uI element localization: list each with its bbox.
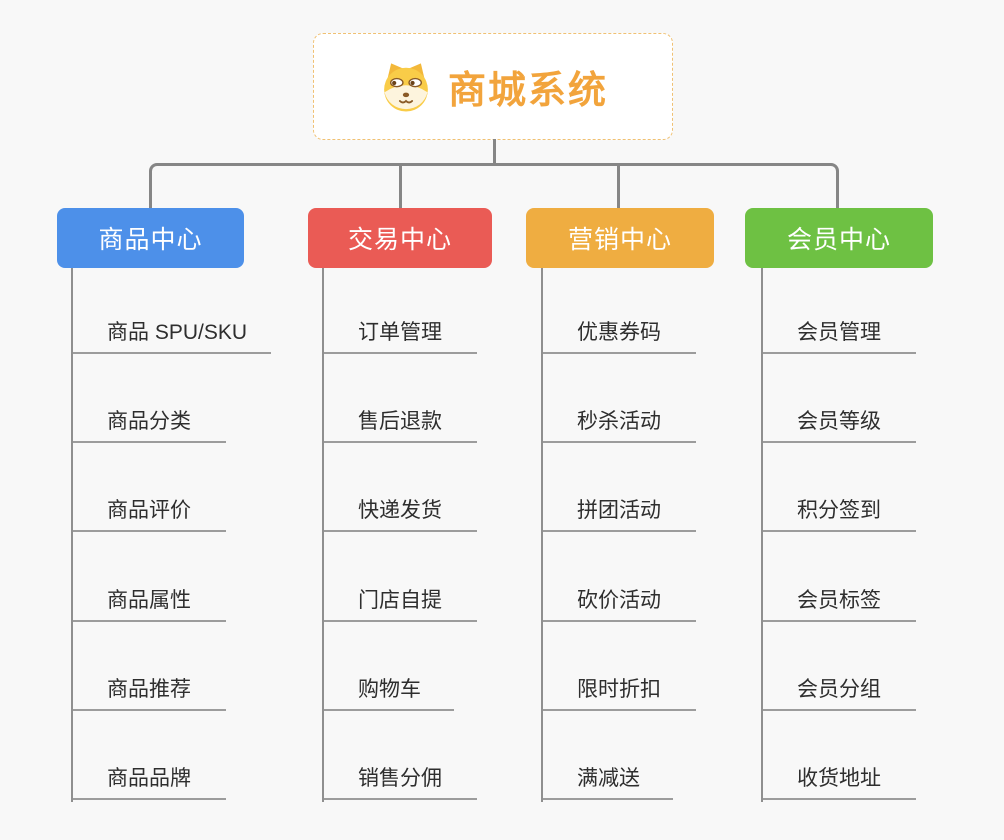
leaf-node[interactable]: 积分签到: [763, 490, 916, 532]
connector-drop-trade: [399, 165, 402, 209]
branch-children-trade-center: 订单管理 售后退款 快递发货 门店自提 购物车 销售分佣: [322, 268, 477, 802]
leaf-node[interactable]: 优惠券码: [543, 312, 696, 354]
leaf-node[interactable]: 会员等级: [763, 401, 916, 443]
branch-label: 会员中心: [786, 226, 891, 254]
leaf-node[interactable]: 商品品牌: [73, 758, 226, 800]
branch-label: 营销中心: [567, 226, 672, 254]
connector-root-stub: [493, 139, 496, 165]
leaf-node[interactable]: 商品属性: [73, 580, 226, 622]
connector-bus: [149, 163, 839, 209]
branch-children-member-center: 会员管理 会员等级 积分签到 会员标签 会员分组 收货地址: [761, 268, 916, 802]
leaf-node[interactable]: 收货地址: [763, 758, 916, 800]
leaf-node[interactable]: 售后退款: [324, 401, 477, 443]
root-node-mall-system[interactable]: 商城系统: [313, 33, 673, 140]
leaf-node[interactable]: 商品评价: [73, 490, 226, 532]
root-node-title: 商城系统: [447, 70, 608, 112]
shiba-dog-icon: [384, 62, 428, 111]
branch-node-product-center[interactable]: 商品中心: [57, 208, 244, 268]
branch-label: 商品中心: [98, 226, 203, 254]
leaf-node[interactable]: 快递发货: [324, 490, 477, 532]
leaf-node[interactable]: 商品 SPU/SKU: [73, 312, 271, 354]
leaf-node[interactable]: 购物车: [324, 669, 454, 711]
connector-drop-marketing: [617, 165, 620, 209]
leaf-node[interactable]: 订单管理: [324, 312, 477, 354]
branch-node-marketing-center[interactable]: 营销中心: [526, 208, 714, 268]
branch-children-product-center: 商品 SPU/SKU 商品分类 商品评价 商品属性 商品推荐 商品品牌: [71, 268, 271, 802]
leaf-node[interactable]: 秒杀活动: [543, 401, 696, 443]
leaf-node[interactable]: 商品分类: [73, 401, 226, 443]
leaf-node[interactable]: 会员分组: [763, 669, 916, 711]
leaf-node[interactable]: 商品推荐: [73, 669, 226, 711]
leaf-node[interactable]: 限时折扣: [543, 669, 696, 711]
leaf-node[interactable]: 会员标签: [763, 580, 916, 622]
leaf-node[interactable]: 砍价活动: [543, 580, 696, 622]
branch-label: 交易中心: [347, 226, 452, 254]
branch-node-member-center[interactable]: 会员中心: [745, 208, 933, 268]
leaf-node[interactable]: 门店自提: [324, 580, 477, 622]
leaf-node[interactable]: 销售分佣: [324, 758, 477, 800]
leaf-node[interactable]: 会员管理: [763, 312, 916, 354]
leaf-node[interactable]: 满减送: [543, 758, 673, 800]
branch-children-marketing-center: 优惠券码 秒杀活动 拼团活动 砍价活动 限时折扣 满减送: [541, 268, 696, 802]
branch-node-trade-center[interactable]: 交易中心: [308, 208, 492, 268]
leaf-node[interactable]: 拼团活动: [543, 490, 696, 532]
